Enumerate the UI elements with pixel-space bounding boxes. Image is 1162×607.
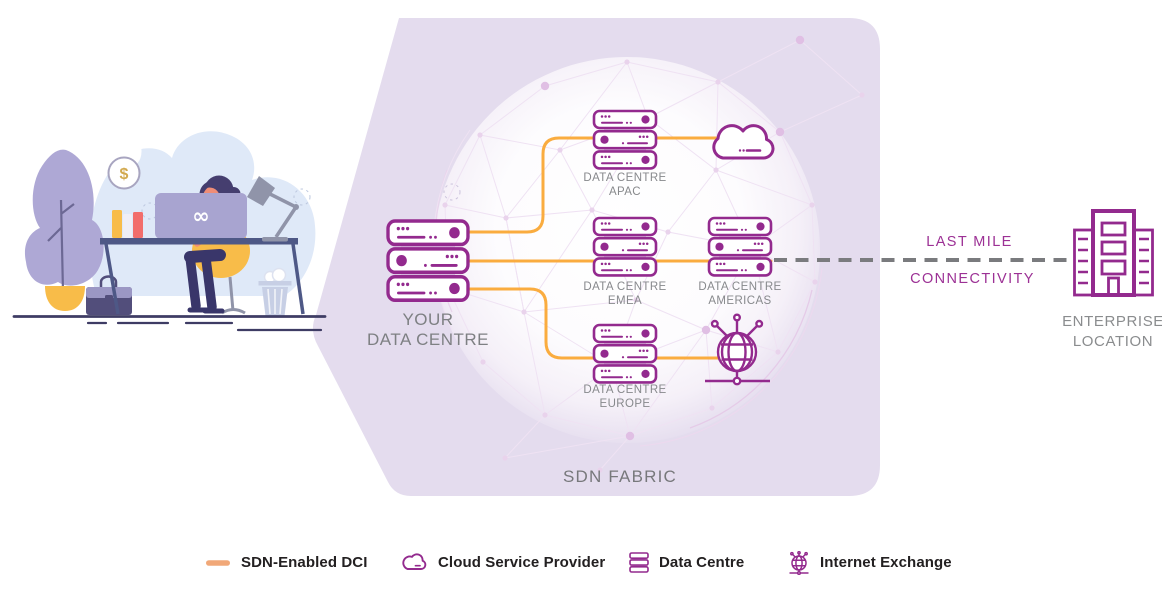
office-illustration: $ xyxy=(12,128,461,332)
data-centre-apac-label: DATA CENTRE APAC xyxy=(583,172,667,198)
infinity-logo: ∞ xyxy=(192,204,210,228)
data-centre-europe-label: DATA CENTRE EUROPE xyxy=(583,384,667,410)
desk-and-person: ∞ xyxy=(100,175,305,315)
coin-icon: $ xyxy=(107,156,141,190)
cloud-service-provider-icon xyxy=(712,124,775,160)
leaf-shape xyxy=(116,128,142,166)
your-data-centre-icon xyxy=(388,221,468,300)
data-centre-apac-icon xyxy=(594,111,656,168)
data-centre-americas-label: DATA CENTRE AMERICAS xyxy=(698,281,782,307)
desk-top xyxy=(100,238,298,245)
sdn-fabric-label: SDN FABRIC xyxy=(562,467,678,486)
last-mile-label-line2: CONNECTIVITY xyxy=(910,271,1035,287)
legend-label: Data Centre xyxy=(659,554,745,571)
desk-lamp xyxy=(247,176,299,242)
internet-exchange-icon xyxy=(705,313,770,386)
legend-item-internet-exchange: Internet Exchange xyxy=(788,549,952,576)
legend-item-cloud: Cloud Service Provider xyxy=(402,549,605,576)
cloud-icon xyxy=(402,553,427,570)
internet-exchange-icon xyxy=(789,550,809,575)
legend-item-sdn-dci: SDN-Enabled DCI xyxy=(205,549,368,576)
enterprise-location-label: ENTERPRISE LOCATION xyxy=(1062,313,1162,350)
legend-label: Internet Exchange xyxy=(820,554,952,571)
coin-dollar-symbol: $ xyxy=(120,166,129,183)
laptop: ∞ xyxy=(155,193,247,239)
briefcase xyxy=(86,275,132,315)
binders xyxy=(112,210,143,238)
data-centre-americas-icon xyxy=(709,218,771,275)
sdn-dci-line-icon xyxy=(206,559,230,566)
data-centre-europe-icon xyxy=(594,325,656,382)
legend-label: Cloud Service Provider xyxy=(438,554,606,571)
last-mile-label-line1: LAST MILE xyxy=(926,234,1013,250)
person-hair-fringe xyxy=(199,180,220,197)
person-legs xyxy=(184,249,226,314)
network-mesh xyxy=(432,35,865,473)
legend-label: SDN-Enabled DCI xyxy=(241,554,368,571)
link-your-dc-to-europe xyxy=(466,287,721,360)
data-centre-icon xyxy=(629,552,649,573)
data-centre-emea-label: DATA CENTRE EMEA xyxy=(583,281,667,307)
your-data-centre-label: YOUR DATA CENTRE xyxy=(367,310,489,349)
trash-bin xyxy=(258,267,292,316)
data-centre-emea-icon xyxy=(594,218,656,275)
desk-leg xyxy=(291,243,305,315)
ground-lines xyxy=(12,315,327,332)
link-your-dc-to-apac xyxy=(466,136,718,234)
desk-leg xyxy=(104,243,120,315)
legend-item-data-centre: Data Centre xyxy=(629,549,744,576)
plant xyxy=(24,149,104,311)
enterprise-building-icon xyxy=(1073,209,1154,297)
